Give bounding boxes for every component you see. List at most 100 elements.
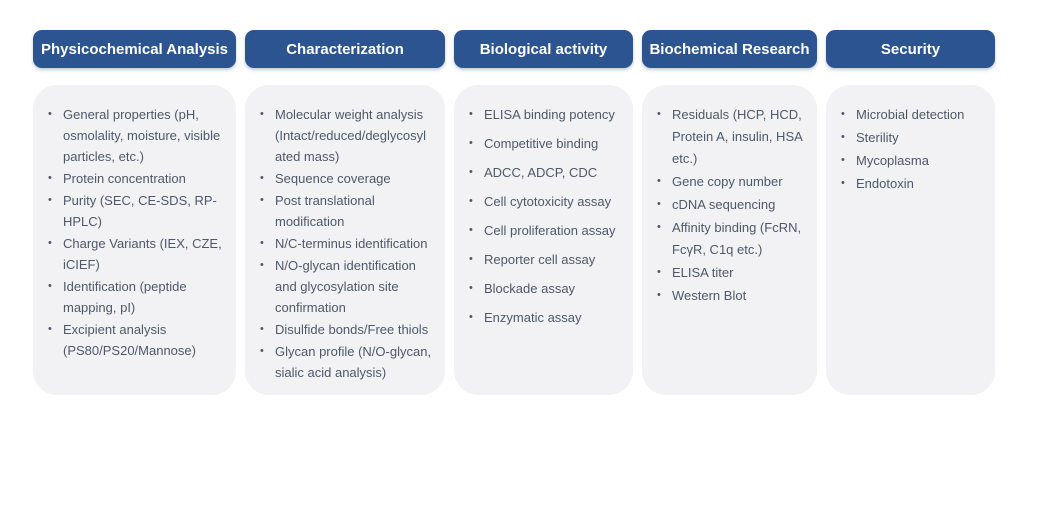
bullet-icon: • <box>657 175 661 187</box>
item-text: Identification (peptide mapping, pI) <box>63 279 187 315</box>
bullet-icon: • <box>48 172 52 184</box>
list-item: • N/O-glycan identification and glycosyla… <box>260 255 437 318</box>
list-item: • Identification (peptide mapping, pI) <box>48 276 228 318</box>
item-list: •Molecular weight analysis (Intact/reduc… <box>260 104 437 383</box>
bullet-icon: • <box>657 221 661 233</box>
bullet-icon: • <box>260 108 264 120</box>
bullet-icon: • <box>260 345 264 357</box>
list-item: •Gene copy number <box>657 171 809 193</box>
bullet-icon: • <box>469 282 473 294</box>
list-item: •Cell cytotoxicity assay <box>469 191 625 212</box>
category-card-physicochemical-analysis: • General properties (pH, osmolality, moi… <box>33 85 236 395</box>
item-text: N/O-glycan identification and glycosylat… <box>275 258 416 315</box>
list-item: • Charge Variants (IEX, CZE, iCIEF) <box>48 233 228 275</box>
item-text: cDNA sequencing <box>672 197 776 212</box>
bullet-icon: • <box>469 166 473 178</box>
bullet-icon: • <box>48 237 52 249</box>
item-text: Endotoxin <box>856 176 914 191</box>
list-item: • Purity (SEC, CE-SDS, RP-HPLC) <box>48 190 228 232</box>
column-biochemical-research: Biochemical Research • Residuals (HCP, HCD… <box>642 30 817 395</box>
category-header-biological-activity: Biological activity <box>454 30 633 68</box>
item-text: Residuals (HCP, HCD, Protein A, insulin,… <box>672 107 803 166</box>
list-item: •Molecular weight analysis (Intact/reduc… <box>260 104 437 167</box>
list-item: • Protein concentration <box>48 168 228 189</box>
bullet-icon: • <box>469 137 473 149</box>
list-item: • Enzymatic assay <box>469 307 625 328</box>
item-text: Purity (SEC, CE-SDS, RP-HPLC) <box>63 193 217 229</box>
bullet-icon: • <box>48 108 52 120</box>
item-list: • Residuals (HCP, HCD, Protein A, insulin… <box>657 104 809 307</box>
bullet-icon: • <box>469 253 473 265</box>
bullet-icon: • <box>657 289 661 301</box>
list-item: •ADCC, ADCP, CDC <box>469 162 625 183</box>
category-card-characterization: •Molecular weight analysis (Intact/reduc… <box>245 85 445 395</box>
list-item: • Excipient analysis (PS80/PS20/Mannose) <box>48 319 228 361</box>
item-text: Protein concentration <box>63 171 186 186</box>
bullet-icon: • <box>469 195 473 207</box>
list-item: • Disulfide bonds/Free thiols <box>260 319 437 340</box>
bullet-icon: • <box>657 198 661 210</box>
list-item: • Microbial detection <box>841 104 987 126</box>
category-header-physicochemical-analysis: Physicochemical Analysis <box>33 30 236 68</box>
item-text: Charge Variants (IEX, CZE, iCIEF) <box>63 236 222 272</box>
item-text: Mycoplasma <box>856 153 929 168</box>
category-header-characterization: Characterization <box>245 30 445 68</box>
category-header-biochemical-research: Biochemical Research <box>642 30 817 68</box>
list-item: • Post translational modification <box>260 190 437 232</box>
columns-board: Physicochemical Analysis • General propert… <box>33 30 995 395</box>
bullet-icon: • <box>841 131 845 143</box>
bullet-icon: • <box>260 323 264 335</box>
list-item: • Mycoplasma <box>841 150 987 172</box>
column-physicochemical-analysis: Physicochemical Analysis • General propert… <box>33 30 236 395</box>
list-item: • N/C-terminus identification <box>260 233 437 254</box>
item-text: Competitive binding <box>484 136 599 151</box>
item-text: ELISA binding potency <box>484 107 615 122</box>
bullet-icon: • <box>469 108 473 120</box>
bullet-icon: • <box>48 194 52 206</box>
item-text: Western Blot <box>672 288 747 303</box>
list-item: • ELISA binding potency <box>469 104 625 125</box>
bullet-icon: • <box>841 154 845 166</box>
column-biological-activity: Biological activity • ELISA binding potenc… <box>454 30 633 395</box>
item-text: Affinity binding (FcRN, FcγR, C1q etc.) <box>672 220 802 257</box>
list-item: •Glycan profile (N/O-glycan, sialic acid… <box>260 341 437 383</box>
bullet-icon: • <box>469 224 473 236</box>
list-item: • Residuals (HCP, HCD, Protein A, insulin… <box>657 104 809 170</box>
category-header-security: Security <box>826 30 995 68</box>
bullet-icon: • <box>260 237 264 249</box>
list-item: • Cell proliferation assay <box>469 220 625 241</box>
bullet-icon: • <box>260 259 264 271</box>
item-text: Reporter cell assay <box>484 252 596 267</box>
item-text: Excipient analysis (PS80/PS20/Mannose) <box>63 322 196 358</box>
bullet-icon: • <box>469 311 473 323</box>
item-text: Sterility <box>856 130 899 145</box>
bullet-icon: • <box>48 280 52 292</box>
list-item: • General properties (pH, osmolality, moi… <box>48 104 228 167</box>
list-item: •ELISA titer <box>657 262 809 284</box>
bullet-icon: • <box>260 172 264 184</box>
item-list: • General properties (pH, osmolality, moi… <box>48 104 228 361</box>
item-list: • ELISA binding potency • Competitive bindi… <box>469 104 625 328</box>
bullet-icon: • <box>841 177 845 189</box>
column-characterization: Characterization •Molecular weight analys… <box>245 30 445 395</box>
item-text: Microbial detection <box>856 107 965 122</box>
item-text: N/C-terminus identification <box>275 236 428 251</box>
category-card-biochemical-research: • Residuals (HCP, HCD, Protein A, insulin… <box>642 85 817 395</box>
list-item: • Blockade assay <box>469 278 625 299</box>
category-card-biological-activity: • ELISA binding potency • Competitive bindi… <box>454 85 633 395</box>
bullet-icon: • <box>657 108 661 120</box>
bullet-icon: • <box>260 194 264 206</box>
bullet-icon: • <box>48 323 52 335</box>
list-item: • Reporter cell assay <box>469 249 625 270</box>
item-text: Cell proliferation assay <box>484 223 616 238</box>
bullet-icon: • <box>841 108 845 120</box>
item-text: Enzymatic assay <box>484 310 582 325</box>
item-text: General properties (pH, osmolality, mois… <box>63 107 221 164</box>
item-text: Post translational modification <box>275 193 375 229</box>
item-list: • Microbial detection • Sterility • Mycoplasm… <box>841 104 987 195</box>
bullet-icon: • <box>657 266 661 278</box>
list-item: • cDNA sequencing <box>657 194 809 216</box>
category-card-security: • Microbial detection • Sterility • Mycoplasm… <box>826 85 995 395</box>
item-text: Disulfide bonds/Free thiols <box>275 322 429 337</box>
item-text: Blockade assay <box>484 281 576 296</box>
